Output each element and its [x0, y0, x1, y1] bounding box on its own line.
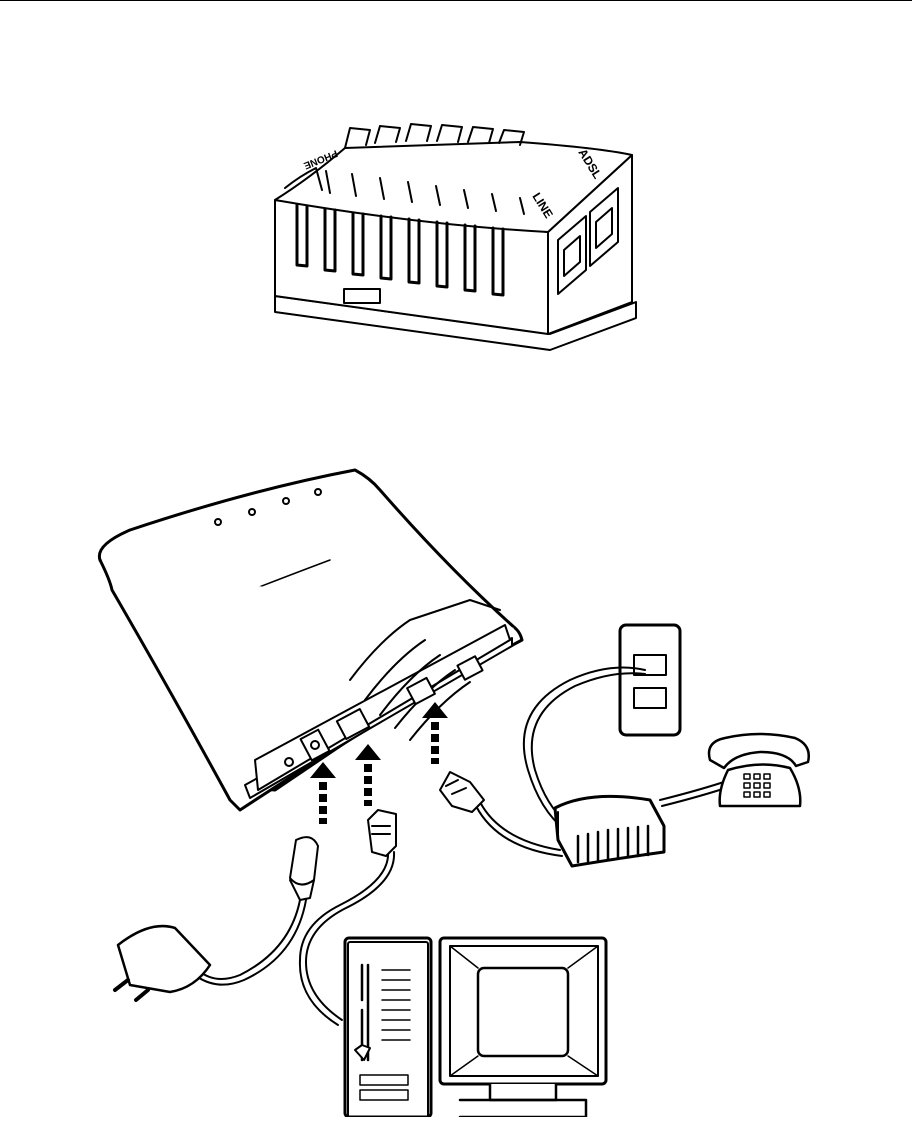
adsl-arrow — [422, 702, 448, 764]
computer-monitor — [440, 938, 606, 1117]
telephone — [709, 734, 809, 806]
adsl-router — [99, 470, 522, 810]
ethernet-plug — [368, 810, 396, 856]
power-adapter-plug — [115, 926, 210, 1000]
splitter-illustration: PHONE ADSL LINE — [275, 124, 636, 350]
page-top-rule — [0, 0, 912, 1]
splitter-tab — [344, 289, 380, 303]
power-arrow — [310, 762, 336, 824]
power-cable — [198, 900, 300, 979]
power-connector-ferrite — [290, 837, 318, 900]
adsl-plug — [440, 772, 484, 812]
wall-phone-jack — [620, 625, 680, 735]
computer-tower — [345, 938, 431, 1117]
ethernet-arrow — [355, 744, 381, 806]
inline-splitter — [555, 796, 664, 866]
